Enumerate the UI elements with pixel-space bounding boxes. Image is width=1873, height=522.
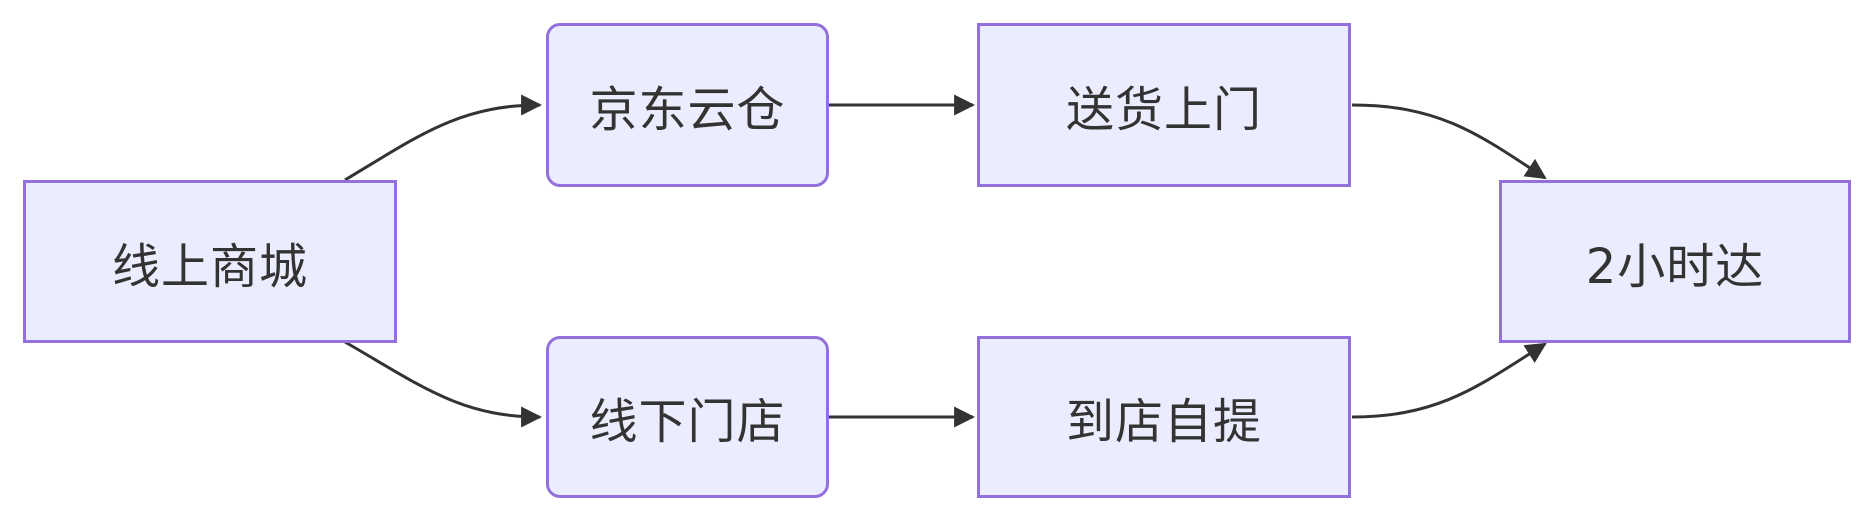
node-home-delivery: 送货上门 <box>977 23 1351 187</box>
node-store-pickup-label: 到店自提 <box>1065 394 1262 450</box>
node-jd-cloud-warehouse-label: 京东云仓 <box>589 82 786 138</box>
node-jd-cloud-warehouse: 京东云仓 <box>546 23 829 187</box>
node-offline-store-label: 线下门店 <box>589 394 786 450</box>
node-home-delivery-label: 送货上门 <box>1065 82 1262 138</box>
node-store-pickup: 到店自提 <box>977 336 1351 498</box>
node-two-hour-delivery: 2小时达 <box>1499 180 1851 343</box>
node-online-mall: 线上商城 <box>23 180 397 343</box>
edge-online-mall-to-offline-store <box>344 340 543 428</box>
edge-online-mall-to-jd-cloud-warehouse <box>344 94 543 182</box>
edge-home-delivery-to-two-hour-delivery <box>1351 103 1547 180</box>
node-two-hour-delivery-label: 2小时达 <box>1585 238 1765 295</box>
node-online-mall-label: 线上商城 <box>111 238 308 295</box>
node-offline-store: 线下门店 <box>546 336 829 498</box>
edge-store-pickup-to-two-hour-delivery <box>1351 342 1547 419</box>
